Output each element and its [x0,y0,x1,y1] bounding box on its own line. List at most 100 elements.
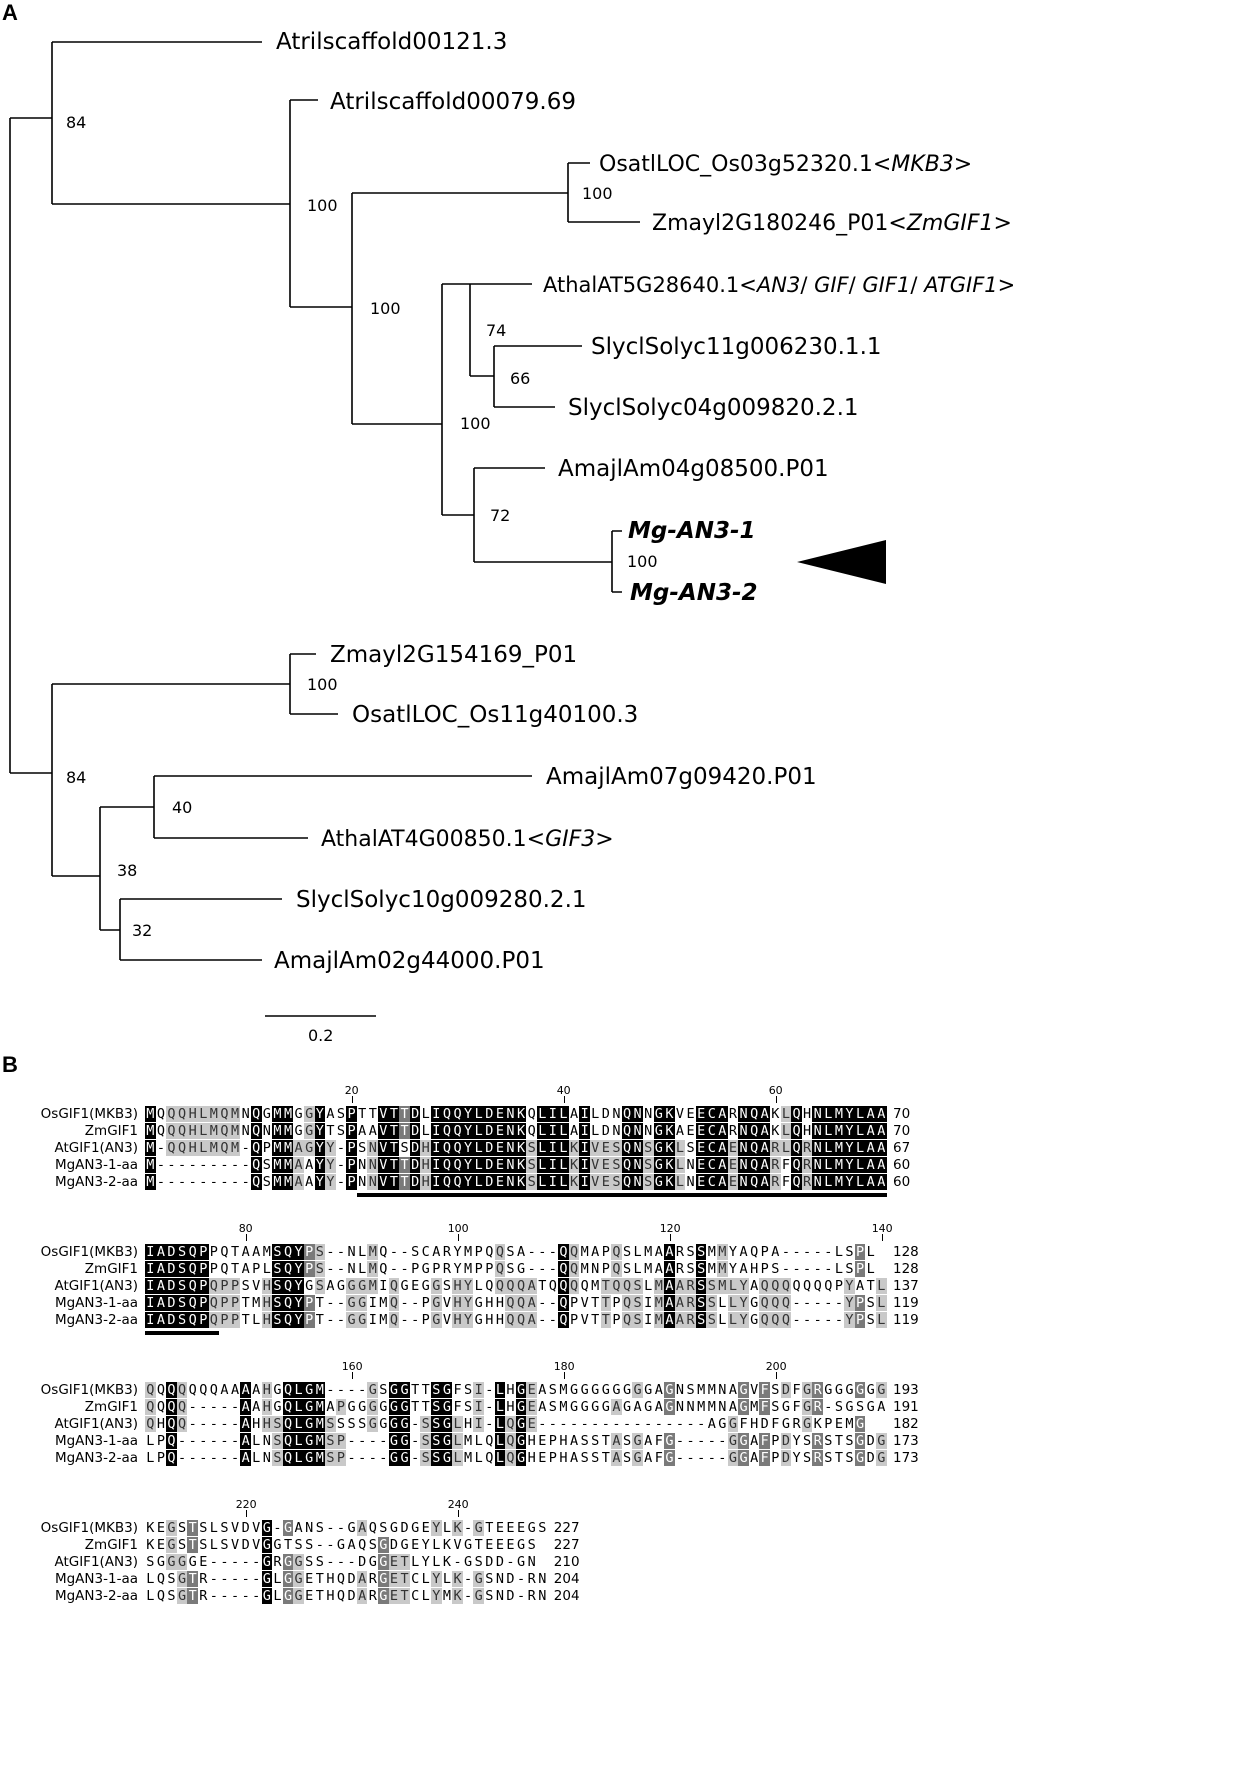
leaf-label: SlyclSolyc04g009820.2.1 [568,395,859,421]
alignment-sequence-name: MgAN3-2-aa [54,1312,138,1328]
leaf-label: SlyclSolyc11g006230.1.1 [591,334,882,360]
ruler-tick [245,1234,247,1241]
leaf-label: Zmayl2G180246_P01<ZmGIF1> [652,211,1012,236]
support-value: 100 [627,552,658,571]
support-value: 72 [490,506,510,525]
ruler-tick [563,1096,565,1103]
support-value: 100 [582,184,613,203]
alignment-end-position: 128 [893,1261,919,1277]
tree-branch [567,162,640,223]
alignment-sequence-name: MgAN3-2-aa [54,1588,138,1604]
alignment-sequence-name: AtGIF1(AN3) [54,1416,138,1432]
ruler-number: 120 [659,1222,681,1235]
alignment-end-position: 137 [893,1278,919,1294]
alignment-sequence-name: OsGIF1(MKB3) [40,1106,138,1122]
alignment-sequence-name: OsGIF1(MKB3) [40,1520,138,1536]
leaf-label: Mg-AN3-1 [628,518,756,544]
tree-branch [493,345,582,408]
alignment-sequence-name: AtGIF1(AN3) [54,1140,138,1156]
alignment-end-position: 193 [893,1382,919,1398]
ruler-number: 140 [871,1222,893,1235]
domain-underline [145,1331,220,1335]
tree-branch [611,530,622,593]
alignment-end-position: 70 [893,1106,911,1122]
tree-branch [441,283,474,516]
alignment-sequence-name: AtGIF1(AN3) [54,1554,138,1570]
ruler-number: 180 [553,1360,575,1373]
ruler-tick [457,1510,459,1517]
panel-a-letter: A [2,0,18,25]
tree-branch [99,806,154,931]
support-value: 100 [307,196,338,215]
tree-branch [51,41,290,205]
support-value: 84 [66,113,86,132]
tree-branch [289,99,352,308]
ruler-tick [775,1096,777,1103]
ruler-number: 40 [556,1084,571,1097]
alignment-sequence-name: ZmGIF1 [84,1537,138,1553]
alignment-end-position: 204 [553,1571,580,1587]
alignment-end-position: 119 [893,1295,919,1311]
tree-branch [351,192,568,425]
tree-branch [473,467,612,563]
ruler-tick [351,1372,353,1379]
leaf-label: Atrilscaffold00121.3 [276,29,507,55]
ruler-number: 60 [768,1084,783,1097]
leaf-label: AmajlAm04g08500.P01 [558,456,829,482]
support-value: 74 [486,321,506,340]
tree-branch [153,775,532,839]
support-value: 100 [370,299,401,318]
alignment-sequence-name: OsGIF1(MKB3) [40,1382,138,1398]
alignment-end-position: 227 [553,1537,580,1553]
alignment-end-position: 227 [553,1520,580,1536]
alignment-end-position: 60 [893,1157,911,1173]
ruler-number: 160 [341,1360,363,1373]
alignment-sequence-name: MgAN3-1-aa [54,1571,138,1587]
tree-branch [119,898,282,961]
ruler-tick [775,1372,777,1379]
leaf-label: Atrilscaffold00079.69 [330,89,576,115]
alignment-sequence-name: MgAN3-1-aa [54,1295,138,1311]
support-value: 38 [117,861,137,880]
ruler-tick [351,1096,353,1103]
alignment-sequence-name: OsGIF1(MKB3) [40,1244,138,1260]
alignment-end-position: 70 [893,1123,911,1139]
panel-b-letter: B [2,1052,18,1077]
ruler-tick [245,1510,247,1517]
alignment-end-position: 128 [893,1244,919,1260]
leaf-label: AthalAT5G28640.1<AN3/ GIF/ GIF1/ ATGIF1> [543,273,1015,297]
ruler-tick [881,1234,883,1241]
support-value: 66 [510,369,530,388]
ruler-number: 240 [447,1498,469,1511]
support-value: 100 [460,414,491,433]
alignment-sequence-name: AtGIF1(AN3) [54,1278,138,1294]
alignment-sequence-name: MgAN3-1-aa [54,1157,138,1173]
alignment-sequence-name: ZmGIF1 [84,1399,138,1415]
leaf-label: OsatlLOC_Os03g52320.1<MKB3> [599,152,972,177]
phylogenetic-tree: Atrilscaffold00121.3 Atrilscaffold00079.… [9,29,1015,1045]
ruler-number: 220 [235,1498,257,1511]
alignment-sequence-name: ZmGIF1 [84,1261,138,1277]
leaf-label: AmajlAm02g44000.P01 [274,948,545,974]
alignment-end-position: 67 [893,1140,911,1156]
support-value: 100 [307,675,338,694]
alignment-sequence-name: MgAN3-2-aa [54,1174,138,1190]
support-value: 32 [132,921,152,940]
ruler-tick [457,1234,459,1241]
